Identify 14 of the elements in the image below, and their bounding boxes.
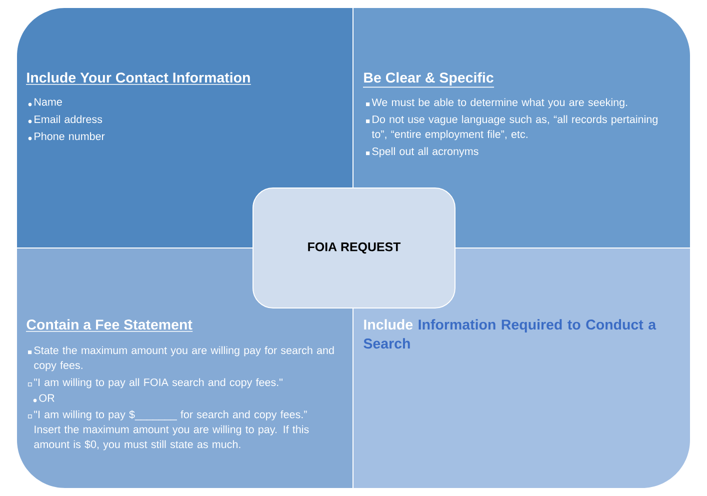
heading: Include Information Required to Conduct a Search: [364, 319, 656, 349]
bullet-item: State the maximum amount you are willing pay for search and copy fees.: [28, 346, 334, 372]
heading: Contain a Fee Statement: [26, 319, 194, 332]
bullet-item: Spell out all acronyms: [366, 147, 478, 158]
bullet-item: Name: [28, 98, 62, 106]
bullet-item: "I am willing to pay $_______ for search and copy fees.” Insert the maximum amount you are willing to pay. If this amount is $0, you must still state as much.: [28, 410, 309, 450]
heading: Include Your Contact Information: [26, 72, 252, 85]
bullet-item: "I am willing to pay all FOIA search and copy fees.": [28, 378, 282, 388]
bullet-item: OR: [33, 394, 54, 402]
bullet-item: Email address: [28, 115, 102, 124]
bullet-item: We must be able to determine what you are seeking.: [366, 98, 628, 108]
bullet-item: Do not use vague language such as, “all records pertaining to”, “entire employment file”, etc.: [366, 115, 658, 140]
bullet-item: Phone number: [28, 132, 105, 140]
heading: Be Clear & Specific: [362, 72, 494, 88]
